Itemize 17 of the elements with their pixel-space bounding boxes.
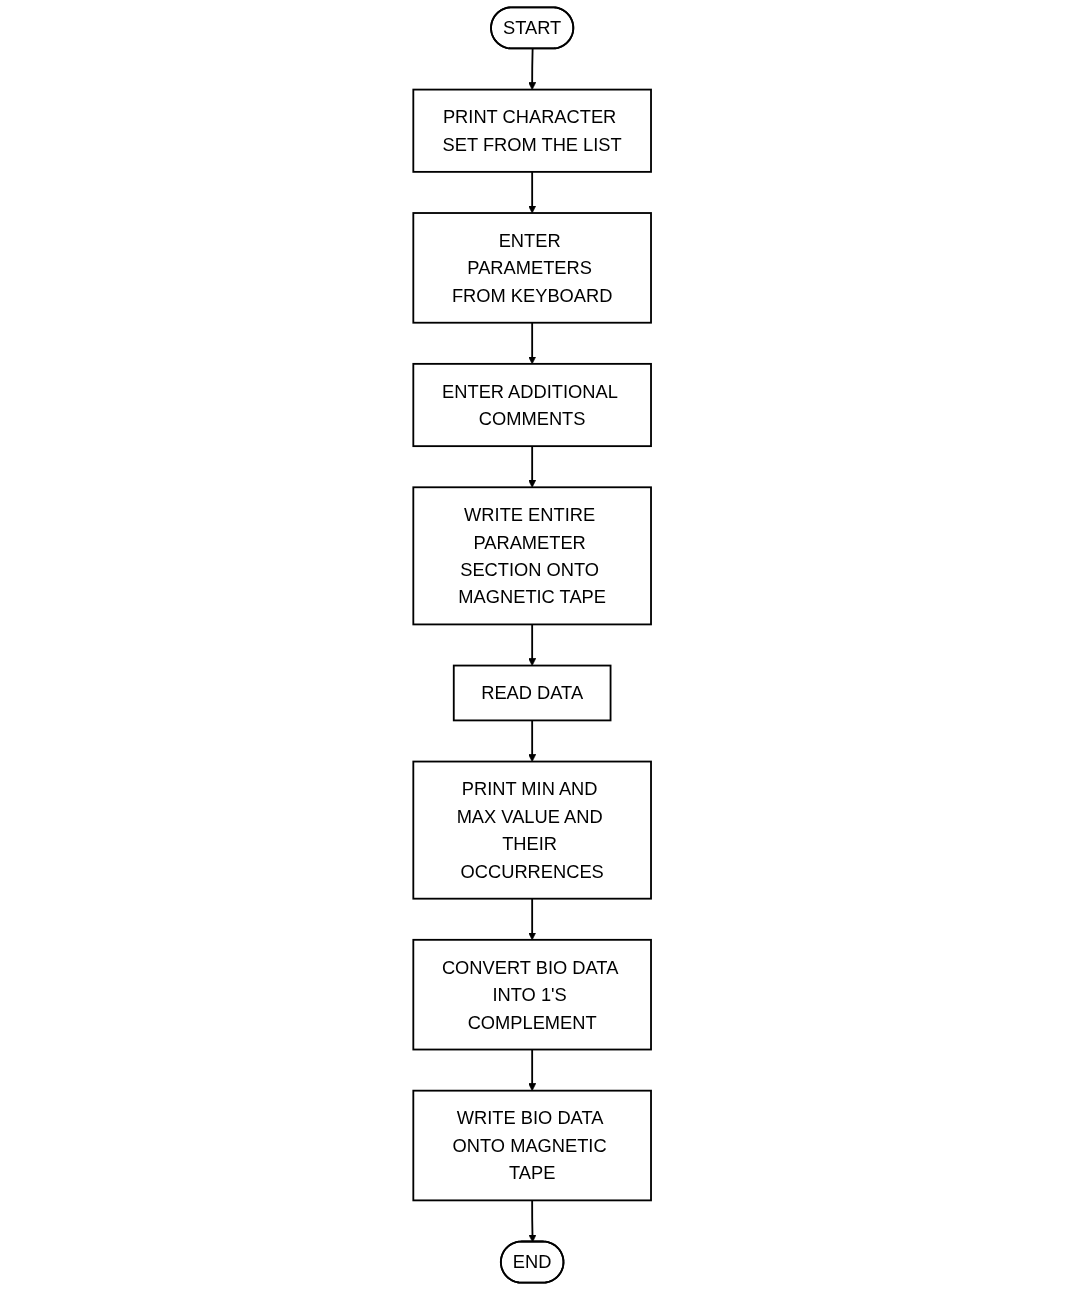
node-box: PRINT MIN AND MAX VALUE AND THEIR OCCURRENCES [412, 760, 653, 900]
node-box: WRITE ENTIRE PARAMETER SECTION ONTO MAGNETIC TAPE [412, 486, 653, 626]
arrow [528, 321, 537, 365]
arrow [528, 623, 537, 666]
arrow [528, 897, 537, 941]
arrow [528, 719, 537, 762]
node-box: WRITE BIO DATA ONTO MAGNETIC TAPE [412, 1089, 653, 1202]
arrow [528, 170, 537, 214]
node-box: CONVERT BIO DATA INTO 1'S COMPLEMENT [412, 938, 653, 1051]
node-box: ENTER PARAMETERS FROM KEYBOARD [412, 212, 653, 324]
arrow [528, 48, 537, 90]
node-box: PRINT CHARACTER SET FROM THE LIST [412, 88, 653, 173]
arrow [528, 445, 537, 488]
arrow [528, 1048, 537, 1092]
arrow [528, 1199, 537, 1243]
node-box: READ DATA [453, 664, 612, 722]
node-box: ENTER ADDITIONAL COMMENTS [412, 362, 653, 448]
